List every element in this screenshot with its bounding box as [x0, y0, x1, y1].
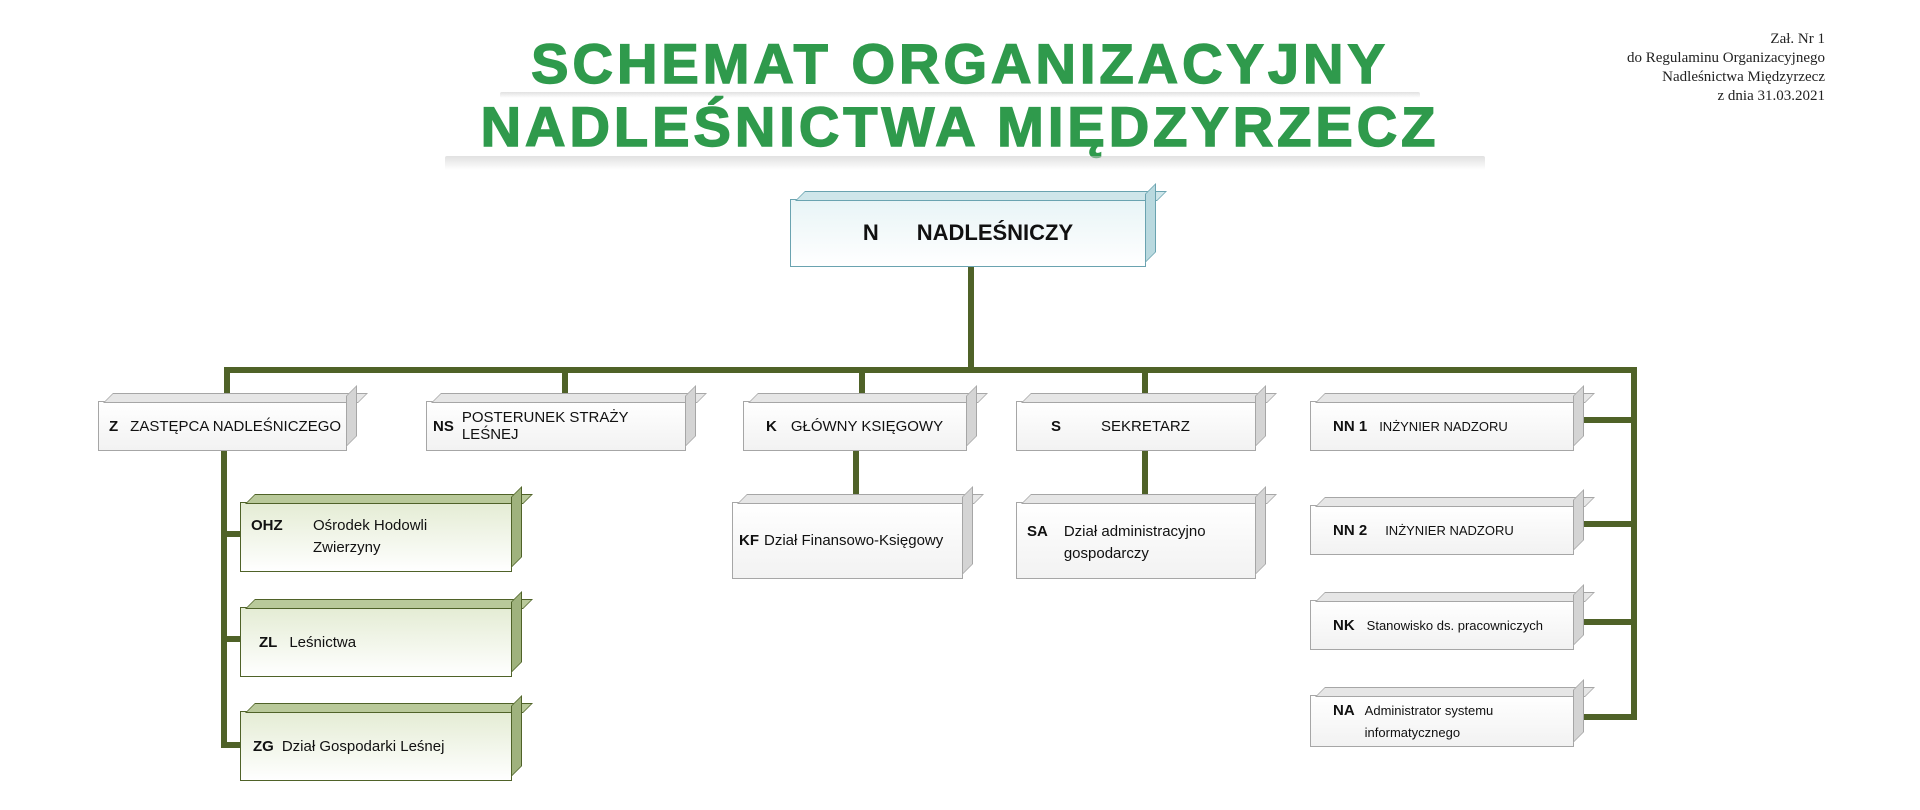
node-label: ZASTĘPCA NADLEŚNICZEGO	[130, 417, 342, 435]
node-label: Ośrodek Hodowli	[313, 517, 428, 534]
node-code: N	[862, 220, 879, 245]
connector	[221, 636, 241, 642]
connector	[1582, 619, 1637, 625]
connector	[1142, 367, 1148, 395]
title-reflection	[445, 156, 1485, 170]
connector-bus	[224, 367, 1637, 373]
node-code: Z	[109, 417, 119, 435]
connector	[221, 451, 227, 748]
node-nn1: NN 1 INŻYNIER NADZORU	[1310, 401, 1574, 451]
node-label: Dział administracyjno	[1063, 523, 1206, 540]
node-nn2: NN 2 INŻYNIER NADZORU	[1310, 505, 1574, 555]
node-sekretarz: S SEKRETARZ	[1016, 401, 1256, 451]
node-code: K	[766, 417, 777, 435]
node-code: ZG	[253, 737, 274, 755]
node-code: NS	[433, 417, 454, 435]
node-nk: NK Stanowisko ds. pracowniczych	[1310, 600, 1574, 650]
node-label: informatycznego	[1364, 725, 1461, 740]
annex-unit: Nadleśnictwa Międzyrzecz	[1662, 69, 1825, 85]
connector	[1631, 367, 1637, 720]
node-code: ZL	[259, 633, 278, 651]
connector	[853, 451, 859, 494]
connector	[1582, 417, 1637, 423]
node-posterunek: NS POSTERUNEK STRAŻY LEŚNEJ	[426, 401, 686, 451]
connector	[1582, 714, 1637, 720]
connector	[221, 742, 241, 748]
node-code: SA	[1027, 523, 1048, 540]
title-reflection	[500, 92, 1420, 98]
annex-number: Zał. Nr 1	[1770, 31, 1825, 47]
title-line-1: SCHEMAT ORGANIZACYJNY	[530, 32, 1389, 95]
annex-note: Zał. Nr 1 do Regulaminu Organizacyjnego …	[1627, 30, 1825, 106]
node-code: NA	[1333, 702, 1355, 719]
node-label: INŻYNIER NADZORU	[1385, 522, 1514, 538]
node-zl: ZL Leśnictwa	[240, 607, 512, 677]
node-na: NA Administrator systemu informatycznego	[1310, 695, 1574, 747]
node-code: NN 2	[1333, 521, 1368, 539]
node-code: KF	[739, 532, 759, 549]
annex-date: z dnia 31.03.2021	[1717, 88, 1825, 104]
connector	[221, 531, 241, 537]
node-label: Dział Gospodarki Leśnej	[281, 737, 445, 755]
node-label: POSTERUNEK STRAŻY LEŚNEJ	[461, 409, 629, 443]
node-code: S	[1051, 417, 1062, 435]
connector	[859, 367, 865, 395]
node-sa: SA Dział administracyjno gospodarczy	[1016, 502, 1256, 579]
node-label: Stanowisko ds. pracowniczych	[1366, 617, 1543, 633]
node-label: Administrator systemu	[1364, 703, 1494, 718]
connector	[968, 267, 974, 373]
node-label: Dział Finansowo-Księgowy	[764, 532, 944, 549]
title-line-2: NADLEŚNICTWA MIĘDZYRZECZ	[480, 95, 1440, 158]
node-kf: KF Dział Finansowo-Księgowy	[732, 502, 963, 579]
node-glowny-ksiegowy: K GŁÓWNY KSIĘGOWY	[743, 401, 967, 451]
connector	[224, 367, 230, 395]
node-code: OHZ	[251, 517, 283, 534]
connector	[1142, 451, 1148, 494]
node-code: NN 1	[1333, 417, 1368, 435]
node-label: GŁÓWNY KSIĘGOWY	[790, 417, 944, 435]
node-label: NADLEŚNICZY	[916, 220, 1074, 245]
node-label: SEKRETARZ	[1101, 417, 1190, 435]
node-label: Zwierzyny	[313, 539, 381, 556]
node-nadlesniczy: N NADLEŚNICZY	[790, 199, 1146, 267]
node-label: Leśnictwa	[289, 633, 357, 651]
node-zg: ZG Dział Gospodarki Leśnej	[240, 711, 512, 781]
node-label: INŻYNIER NADZORU	[1379, 418, 1508, 434]
annex-regulation: do Regulaminu Organizacyjnego	[1626, 50, 1825, 66]
node-label: gospodarczy	[1063, 545, 1149, 562]
connector	[1582, 521, 1637, 527]
connector	[562, 367, 568, 395]
node-code: NK	[1333, 616, 1355, 634]
node-zastepca: Z ZASTĘPCA NADLEŚNICZEGO	[98, 401, 347, 451]
